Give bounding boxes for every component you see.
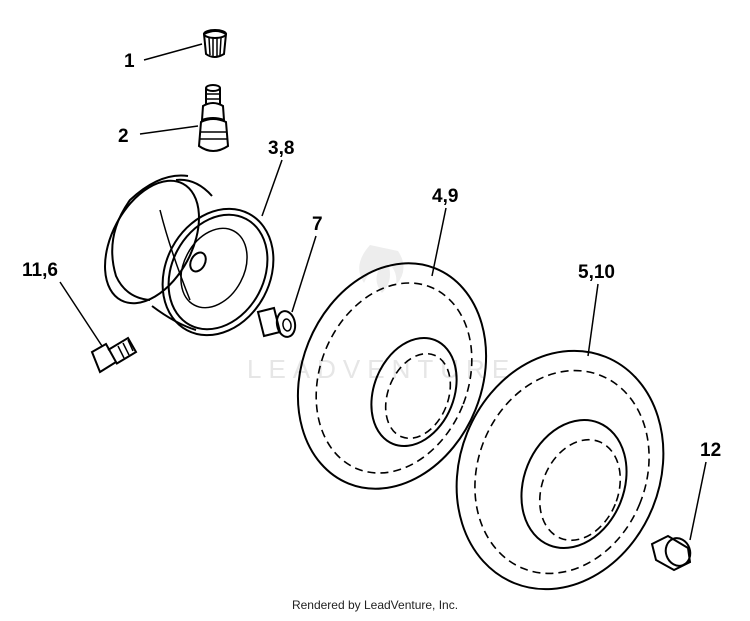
watermark: LEADVENTURE [247,245,516,384]
callout-5-10: 5,10 [578,262,615,283]
cap-part [650,534,692,572]
footer-credit: Rendered by LeadVenture, Inc. [291,598,459,612]
callout-12: 12 [700,440,721,461]
rim-part [104,174,275,337]
callout-7: 7 [312,214,323,235]
callout-11-6: 11,6 [22,260,58,281]
watermark-text: LEADVENTURE [247,354,516,384]
tire-front-part [296,262,488,490]
bushing-part [256,306,297,338]
leader-line-3-8 [261,159,283,217]
valve-stem-part [197,84,230,152]
leader-line-4-9 [431,207,447,277]
callout-labels: 1 2 3,8 7 4,9 5,10 11,6 12 [22,51,721,461]
leader-line-11-6 [59,281,103,347]
leader-line-12 [689,461,707,541]
leader-line-5-10 [587,283,599,357]
leader-line-1 [143,43,203,61]
leader-line-7 [291,235,317,313]
callout-1: 1 [124,51,135,72]
callout-2: 2 [118,126,129,147]
leader-line-2 [139,125,199,135]
callout-4-9: 4,9 [432,186,458,207]
bolt-part [90,336,138,374]
tire-rear-part [455,349,665,591]
callout-3-8: 3,8 [268,138,294,159]
leader-lines [59,43,707,541]
valve-cap-part [202,29,228,58]
